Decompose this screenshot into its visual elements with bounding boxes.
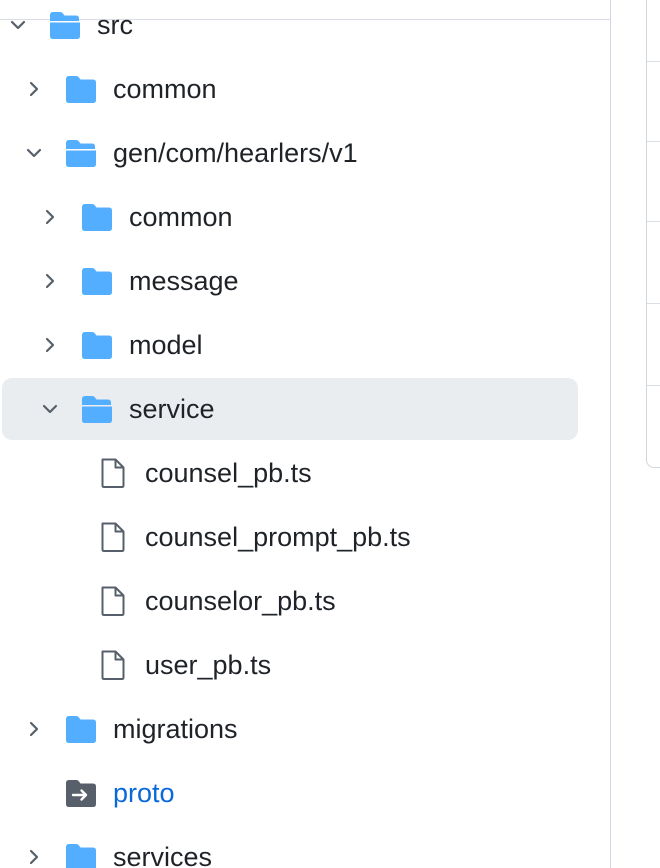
tree-item-label: gen/com/hearlers/v1 [113,138,358,168]
file-icon [96,649,130,681]
tree-item-label: services [113,842,213,868]
file-icon [96,457,130,489]
tree-item-label: proto [113,778,175,808]
tree-item-label: src [97,10,133,40]
folder-item-proto[interactable]: proto [2,762,578,824]
folder-item-migrations[interactable]: migrations [2,698,578,760]
folder-icon [64,713,98,745]
tree-item-label: model [129,330,203,360]
tree-item-label: counselor_pb.ts [145,586,336,616]
chevron-down-icon[interactable] [40,399,60,419]
folder-item-model[interactable]: model [2,314,578,376]
file-item-counselor-pb-ts[interactable]: counselor_pb.ts [2,570,578,632]
tree-item-label: counsel_pb.ts [145,458,312,488]
folder-item-gen-com-hearlers-v1[interactable]: gen/com/hearlers/v1 [2,122,578,184]
tree-item-label: common [129,202,233,232]
tree-item-label: migrations [113,714,238,744]
file-icon [96,521,130,553]
chevron-down-icon[interactable] [8,15,28,35]
folder-open-icon [80,393,114,425]
side-panel-divider [647,303,660,304]
folder-item-service[interactable]: service [2,378,578,440]
tree-item-label: counsel_prompt_pb.ts [145,522,411,552]
folder-open-icon [64,137,98,169]
submodule-icon [64,777,98,809]
chevron-down-icon[interactable] [24,143,44,163]
chevron-right-icon[interactable] [24,719,44,739]
tree-item-label: service [129,394,215,424]
file-item-user-pb-ts[interactable]: user_pb.ts [2,634,578,696]
folder-icon [80,201,114,233]
folder-icon [64,73,98,105]
chevron-right-icon[interactable] [24,847,44,867]
chevron-right-icon[interactable] [24,79,44,99]
file-icon [96,585,130,617]
folder-item-services[interactable]: services [2,826,578,868]
chevron-right-icon[interactable] [40,207,60,227]
tree-item-label: common [113,74,217,104]
folder-icon [64,841,98,868]
file-tree-panel: src common gen/com/hearlers/v1 common messag… [0,0,611,868]
folder-item-src[interactable]: src [2,0,578,56]
side-panel-edge [646,0,660,468]
folder-item-common[interactable]: common [2,186,578,248]
side-panel-divider [647,141,660,142]
chevron-right-icon[interactable] [40,335,60,355]
chevron-right-icon[interactable] [40,271,60,291]
folder-item-message[interactable]: message [2,250,578,312]
tree-header-divider [0,19,610,20]
file-item-counsel-pb-ts[interactable]: counsel_pb.ts [2,442,578,504]
side-panel-divider [647,385,660,386]
side-panel-divider [647,61,660,62]
tree-item-label: user_pb.ts [145,650,272,680]
folder-open-icon [48,9,82,41]
file-item-counsel-prompt-pb-ts[interactable]: counsel_prompt_pb.ts [2,506,578,568]
folder-item-common[interactable]: common [2,58,578,120]
side-panel-divider [647,221,660,222]
folder-icon [80,265,114,297]
tree-item-label: message [129,266,239,296]
folder-icon [80,329,114,361]
